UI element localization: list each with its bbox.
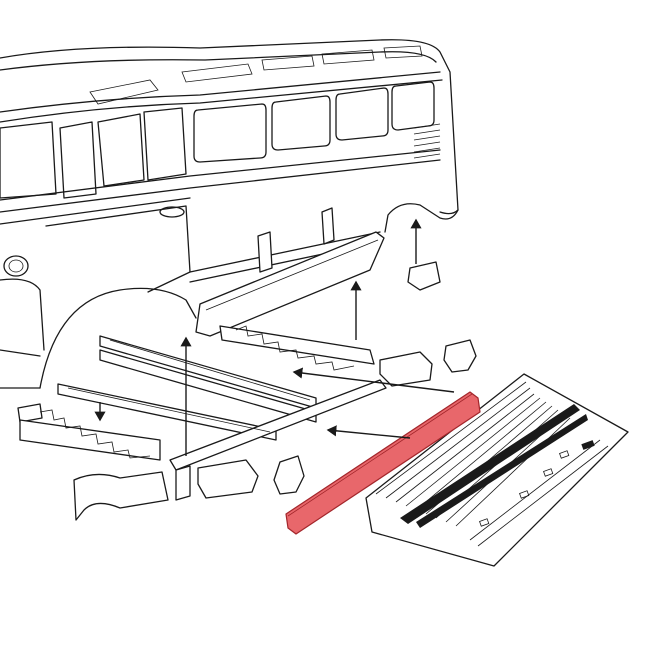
assembly-arrows bbox=[94, 218, 455, 456]
sill-channel bbox=[285, 391, 481, 535]
engine-vents bbox=[413, 123, 441, 159]
main-frame-rails bbox=[57, 335, 387, 501]
rocker-panel bbox=[195, 207, 385, 337]
front-crossmember bbox=[17, 403, 169, 521]
jack-point-bracket bbox=[197, 261, 477, 499]
rear-crossmember bbox=[219, 325, 375, 371]
floor-pan bbox=[365, 373, 629, 567]
bus-body-side bbox=[0, 39, 459, 389]
